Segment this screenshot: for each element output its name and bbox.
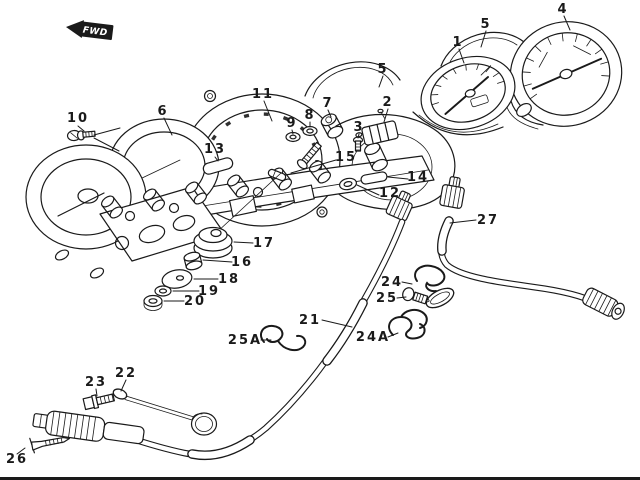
trim-ring-5-upper	[440, 31, 525, 67]
trip-knob-17	[193, 172, 282, 259]
spacer-16	[183, 251, 203, 271]
part-label-16: 16	[231, 255, 253, 270]
part-label-22: 22	[115, 366, 137, 381]
lens-14	[360, 171, 388, 185]
part-label-9: 9	[286, 116, 297, 131]
part-label-15: 15	[335, 150, 357, 165]
part-label-4: 4	[557, 2, 568, 17]
part-label-8: 8	[304, 108, 315, 123]
part-label-11: 11	[252, 87, 274, 102]
washer-19	[154, 285, 172, 297]
tachometer-cable-27	[437, 216, 600, 307]
clamp-25a	[260, 324, 307, 352]
part-label-1: 1	[452, 35, 463, 50]
part-label-3: 3	[353, 120, 364, 135]
grommet-12	[339, 177, 357, 191]
part-label-25A: 25A	[228, 333, 262, 348]
part-label-17: 17	[253, 236, 275, 251]
washer-8	[302, 125, 318, 137]
screw-25	[402, 287, 430, 305]
fwd-marker: FWD	[66, 20, 114, 41]
part-label-23: 23	[85, 375, 107, 390]
gauge-4-boss	[516, 102, 532, 118]
fwd-label: FWD	[82, 26, 108, 39]
part-label-2: 2	[382, 95, 393, 110]
bulb-sockets	[100, 142, 388, 222]
cable-connector-21	[385, 190, 413, 222]
part-label-25: 25	[376, 291, 398, 306]
fwd-arrow-icon	[66, 20, 84, 39]
cable-end-21	[32, 410, 145, 445]
bolt-23	[82, 393, 115, 411]
part-label-6: 6	[157, 104, 168, 119]
part-label-24: 24	[381, 275, 403, 290]
part-label-26: 26	[6, 452, 28, 467]
leader-lines	[16, 15, 571, 455]
gauge-4-speedometer	[509, 21, 623, 127]
nut-20	[143, 294, 163, 311]
part-label-24A: 24A	[356, 330, 390, 345]
part-label-20: 20	[184, 294, 206, 309]
clamp-24a	[388, 308, 428, 340]
part-label-10: 10	[67, 111, 89, 126]
trim-ring-5-lower	[304, 61, 401, 99]
speedometer-cable-21	[108, 218, 406, 460]
bulb-socket-7	[320, 113, 344, 139]
washer-9	[285, 131, 301, 143]
bottom-border	[0, 477, 640, 480]
part-label-21: 21	[299, 313, 321, 328]
bolt-9	[296, 141, 322, 170]
sensor-block-2	[355, 108, 399, 146]
part-label-27: 27	[477, 213, 499, 228]
lens-13	[202, 157, 234, 175]
part-label-7: 7	[322, 96, 333, 111]
washer-18	[161, 269, 193, 289]
clamp-24	[414, 264, 455, 309]
part-label-18: 18	[218, 272, 240, 287]
part-label-14: 14	[407, 170, 429, 185]
part-label-19: 19	[198, 284, 220, 299]
part-label-12: 12	[379, 186, 401, 201]
cable-connector-27	[439, 176, 465, 209]
part-label-5: 5	[377, 62, 388, 77]
gauge-1-tachometer	[420, 55, 516, 131]
screw-10	[66, 129, 96, 142]
screw-26	[29, 436, 71, 454]
cable-end-27	[582, 287, 625, 320]
part-label-13: 13	[204, 142, 226, 157]
part-label-5: 5	[480, 17, 491, 32]
